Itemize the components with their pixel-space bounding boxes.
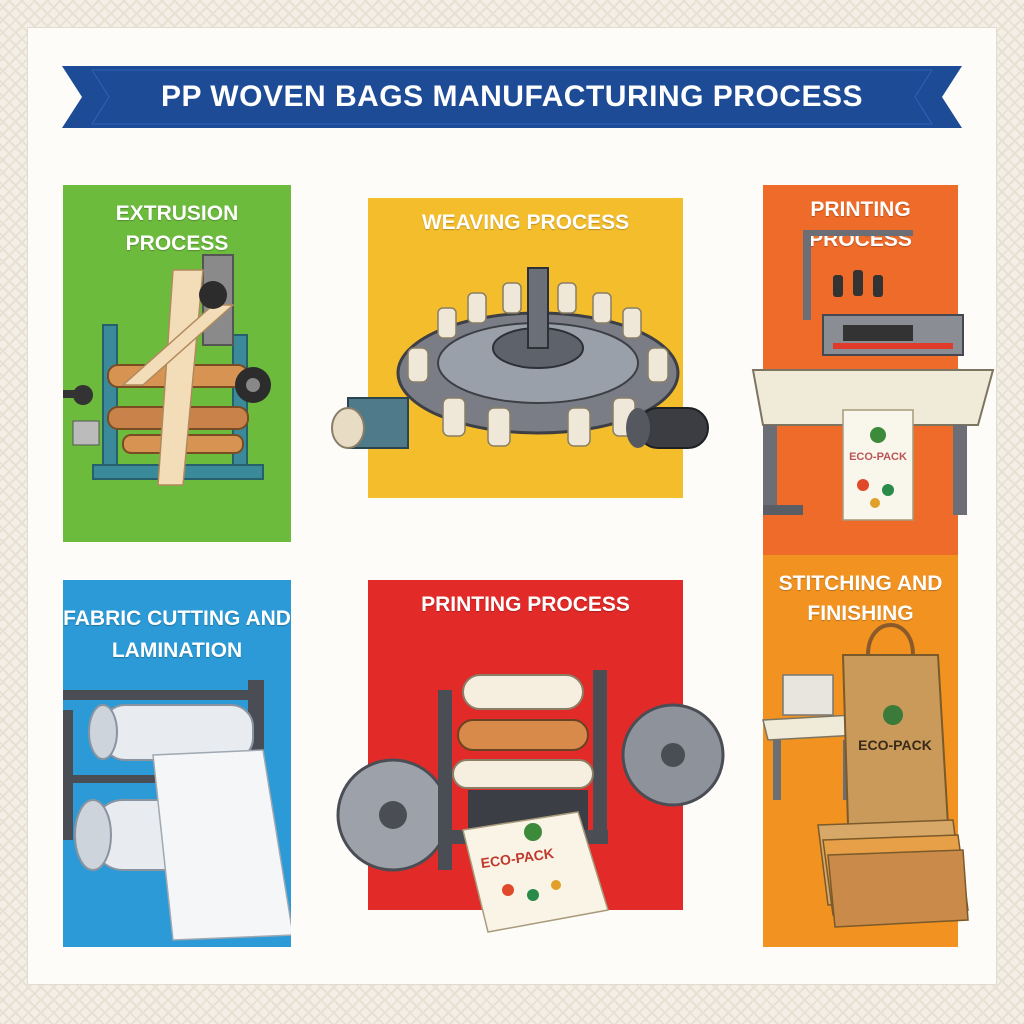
bag-brand-text: ECO-PACK [849, 451, 907, 463]
step-card-stitching: STITCHING AND FINISHING ECO-PACK [762, 555, 969, 947]
extrusion-machine-icon [63, 254, 271, 486]
step-label-line2: FINISHING [807, 602, 914, 625]
step-card-printing-1: PRINTING PROCESS ECO-PACK [751, 185, 995, 555]
step-card-weaving: WEAVING PROCESS [331, 198, 709, 498]
step-label-line2: LAMINATION [111, 639, 243, 662]
page-title: PP WOVEN BAGS MANUFACTURING PROCESS [160, 80, 863, 113]
step-card-lamination: FABRIC CUTTING AND LAMINATION [63, 580, 291, 947]
step-label: FABRIC CUTTING AND [63, 607, 291, 630]
circular-loom-icon [331, 267, 709, 449]
step-card-printing-2: PRINTING PROCESS ECO-PACK [336, 580, 725, 933]
ribbon-shape [62, 66, 962, 128]
bag-brand-text: ECO-PACK [858, 737, 932, 753]
step-label: WEAVING PROCESS [421, 211, 630, 234]
printing-table-icon: ECO-PACK [751, 230, 995, 521]
step-card-extrusion: EXTRUSION PROCESS [63, 185, 291, 542]
step-label: PRINTING PROCESS [421, 593, 630, 616]
step-label: EXTRUSION PROCESS [115, 202, 239, 255]
title-banner: PP WOVEN BAGS MANUFACTURING PROCESS [62, 66, 962, 128]
roller-printer-icon: ECO-PACK [336, 670, 725, 933]
lamination-roll-icon [63, 680, 291, 941]
sewing-bag-icon: ECO-PACK [762, 623, 969, 928]
step-label: STITCHING AND [778, 572, 943, 595]
